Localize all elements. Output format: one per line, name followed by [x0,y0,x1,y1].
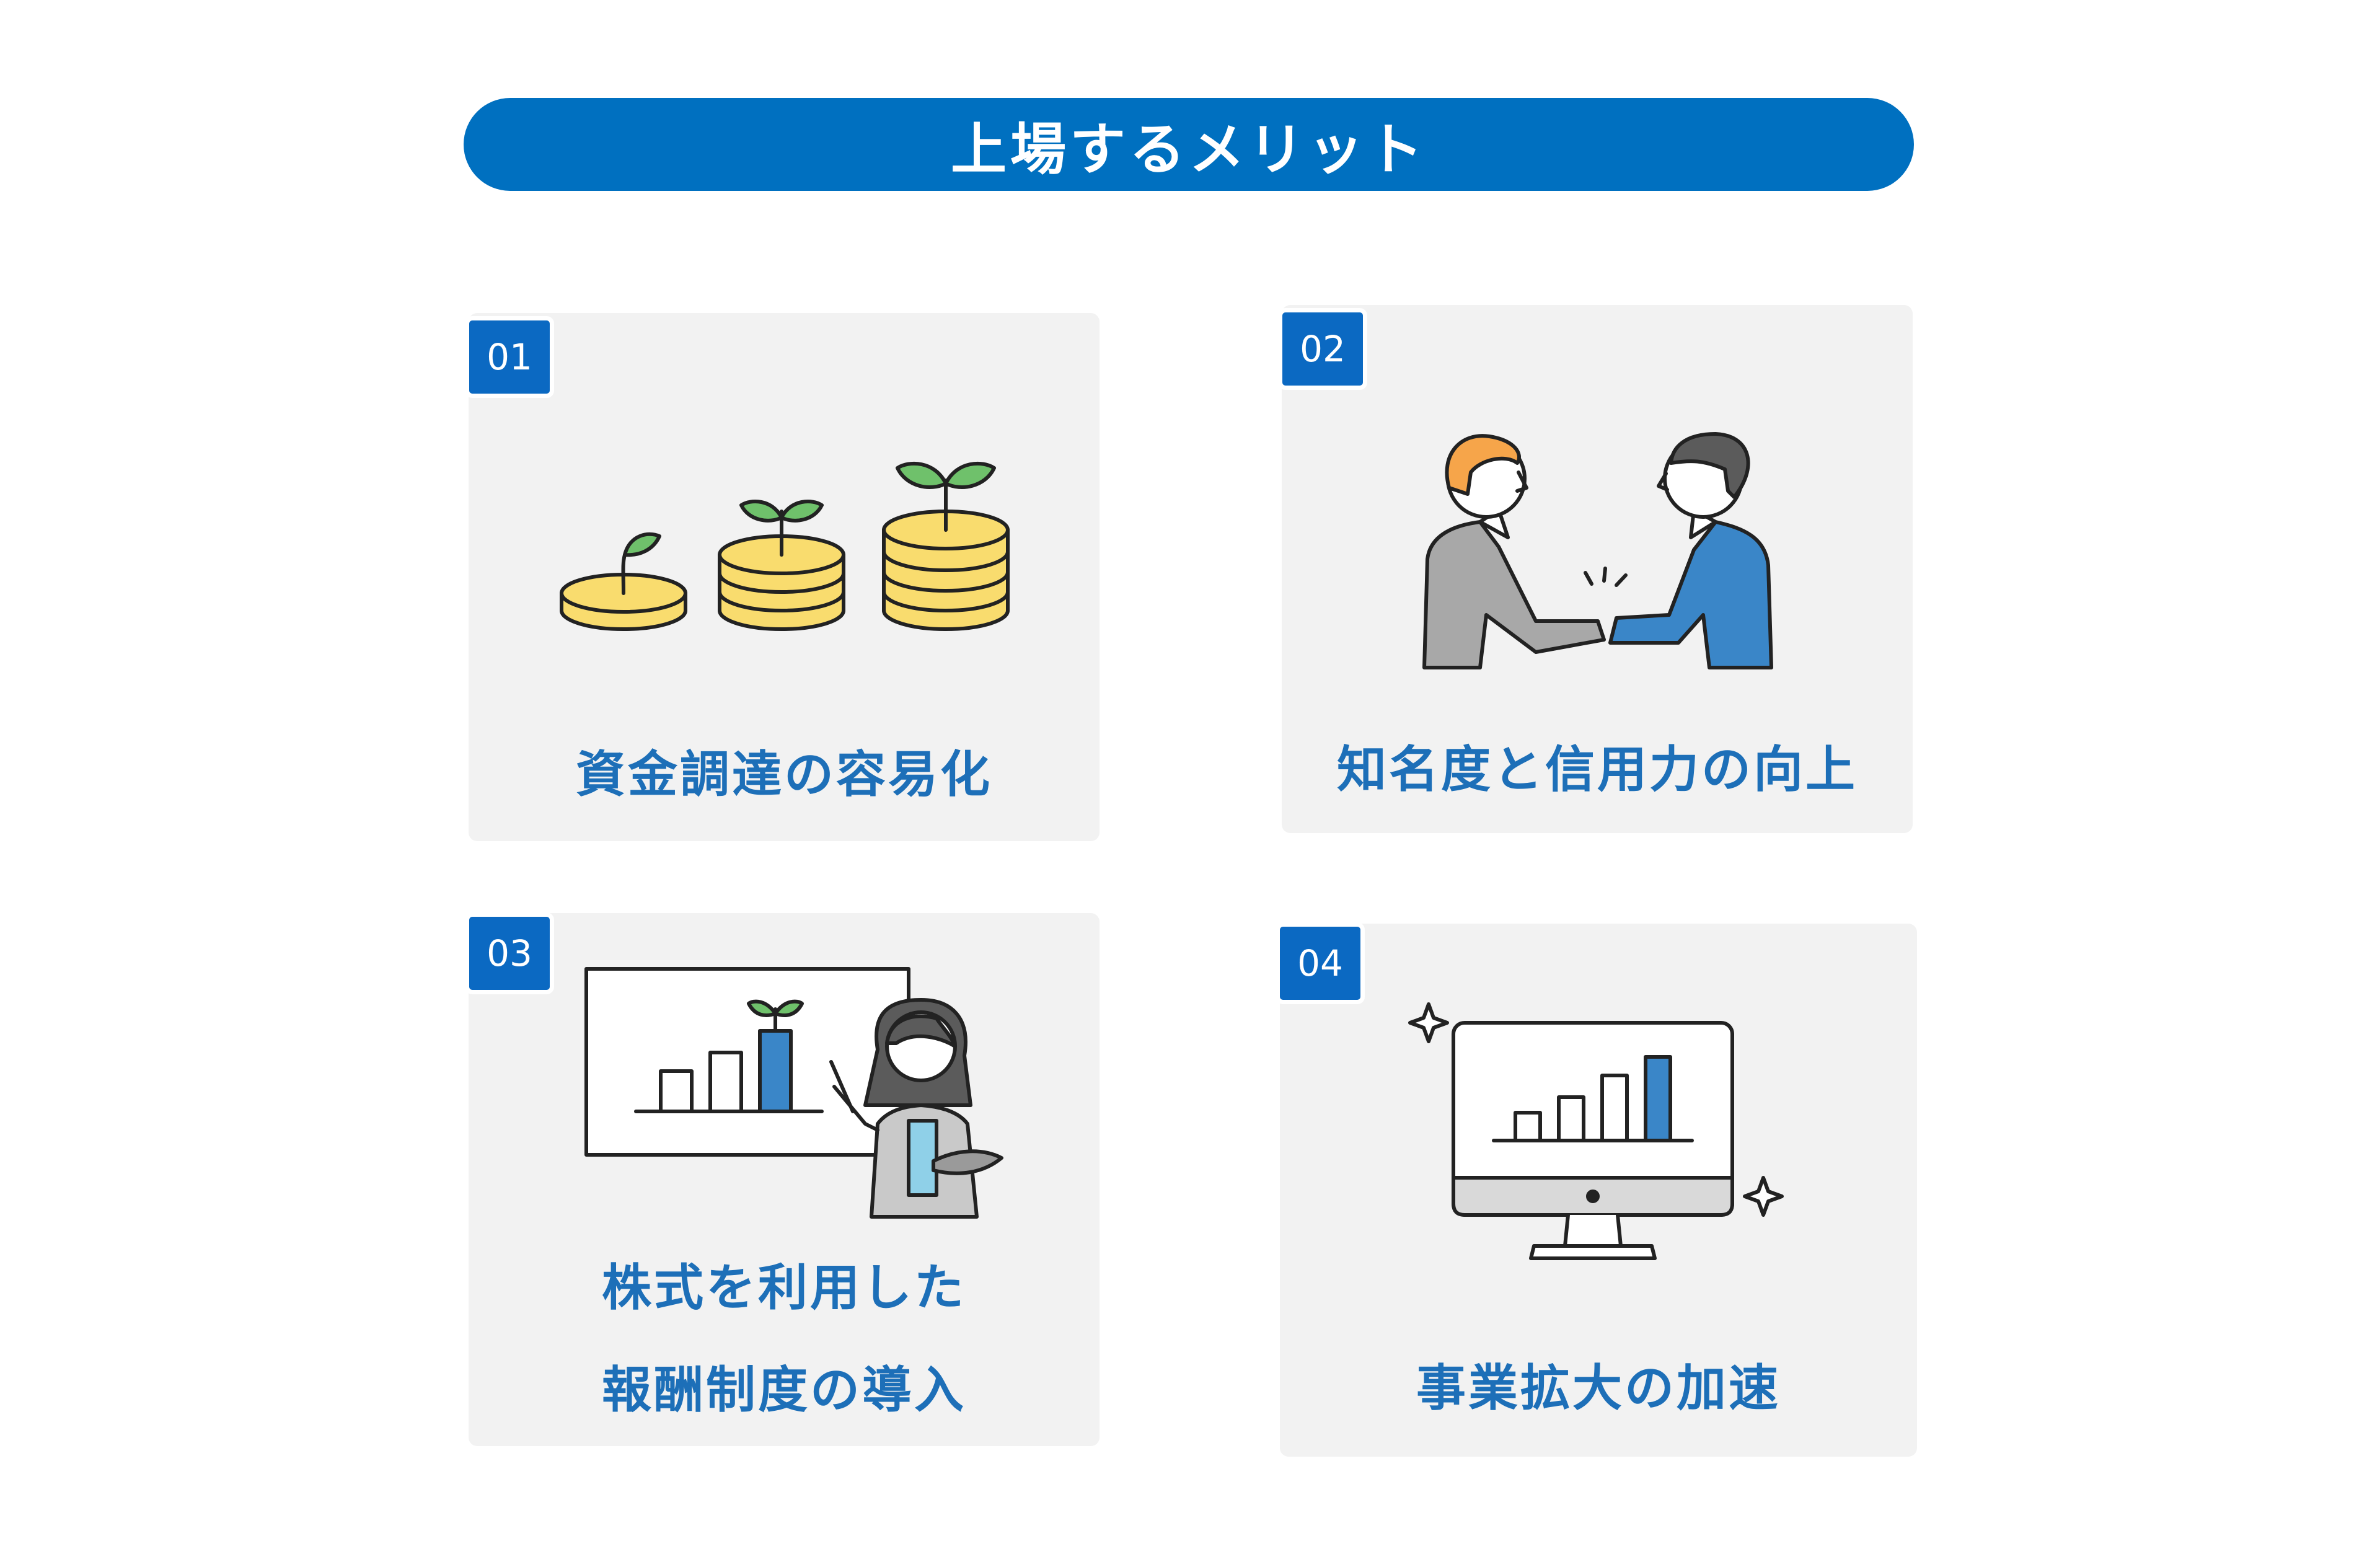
card-number-badge: 04 [1276,922,1365,1004]
card-number-badge: 01 [465,316,554,398]
presenter-with-chart-icon [584,967,1003,1219]
handshake-icon [1422,432,1773,669]
card-title: 資金調達の容易化 [576,746,992,803]
card-title-line-2: 報酬制度の導入 [602,1361,966,1419]
merit-card-02: 知名度と信用力の向上 [1282,305,1913,833]
card-number-badge: 03 [465,912,554,994]
page-title: 上場するメリット [951,117,1427,182]
merit-card-01: 資金調達の容易化 [469,313,1100,841]
card-number-badge: 02 [1278,308,1367,390]
coins-with-sprouts-icon [560,461,1010,631]
merit-card-04: 事業拡大の加速 [1280,924,1917,1457]
card-title: 事業拡大の加速 [1416,1359,1781,1417]
card-title-line-1: 株式を利用した [602,1259,966,1317]
merit-card-03: 株式を利用した 報酬制度の導入 [469,913,1100,1446]
card-title: 知名度と信用力の向上 [1337,741,1858,798]
header-banner: 上場するメリット [464,98,1914,191]
monitor-growth-chart-icon [1408,1002,1784,1260]
